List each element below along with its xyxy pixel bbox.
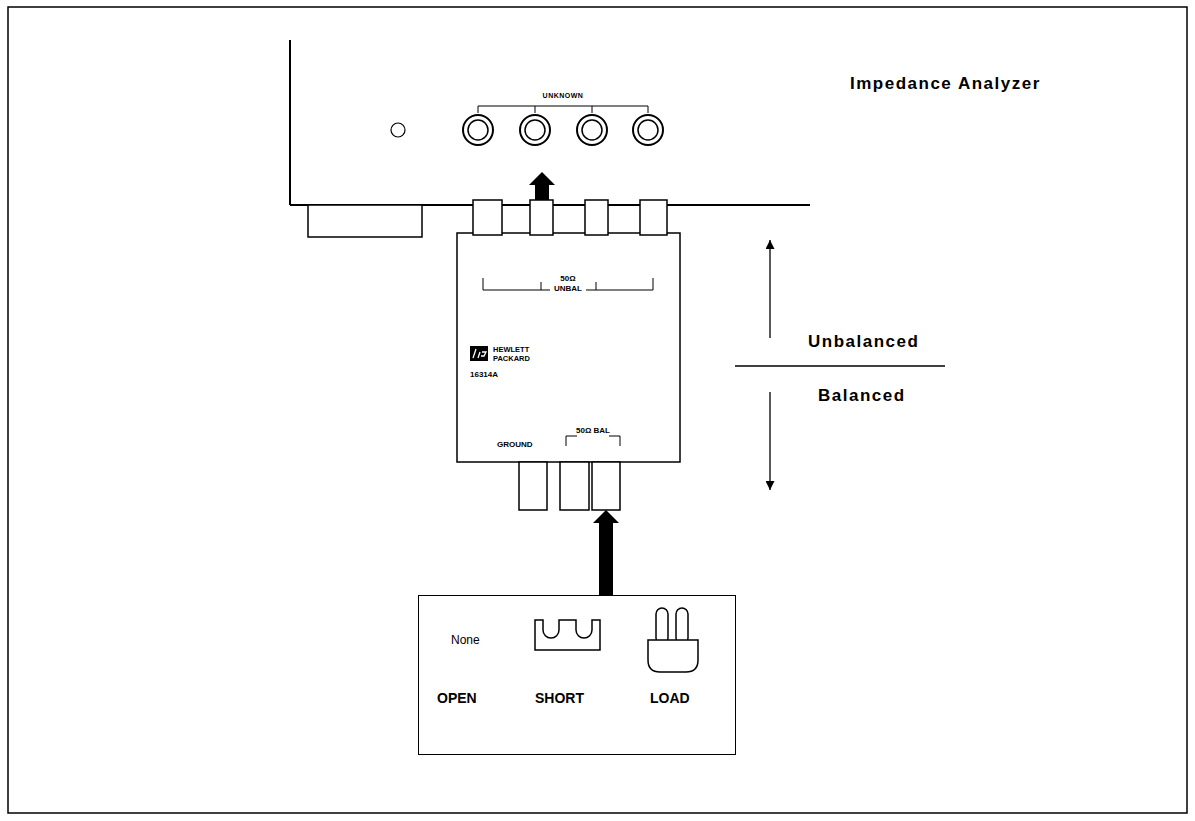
short-standard: [535, 620, 600, 650]
standard-name: LOAD: [650, 690, 690, 706]
bnc-jack: [463, 115, 493, 145]
connector-stub: [473, 200, 502, 235]
bnc-jack: [638, 120, 658, 140]
indicator-lamp: [391, 123, 405, 137]
bnc-jack: [520, 115, 550, 145]
port-label: 50Ω UNBAL: [550, 274, 586, 294]
connection-arrow: [535, 185, 549, 200]
panel-foot: [308, 205, 422, 237]
bnc-jack: [633, 115, 663, 145]
bnc-jack: [468, 120, 488, 140]
port-label: GROUND: [497, 440, 533, 449]
maker-logo: [473, 349, 486, 358]
port-label: UNKNOWN: [533, 92, 593, 100]
port-bracket: [478, 106, 648, 113]
balun-adapter: 50Ω UNBAL HEWLETT PACKARD 16314A GROUND 50Ω …: [457, 200, 680, 510]
connector-stub: [592, 462, 620, 510]
model-number: 16314A: [470, 370, 498, 379]
side-label: Unbalanced: [808, 332, 919, 352]
port-label: 50Ω BAL: [575, 426, 611, 436]
connector-stub: [560, 462, 589, 510]
standard-name: OPEN: [437, 690, 477, 706]
load-pin: [676, 608, 688, 644]
maker-name: HEWLETT PACKARD: [493, 345, 543, 363]
load-standard: [648, 640, 698, 672]
instrument-name: Impedance Analyzer: [850, 74, 1041, 94]
panel-edge: [289, 40, 291, 205]
connector-stub: [530, 200, 553, 235]
figure-frame: [8, 7, 1187, 813]
connector-stub: [640, 200, 667, 235]
standards-box: NoneOPEN SHORT LOAD: [418, 595, 736, 755]
balun-body: [457, 233, 680, 462]
standard-note: None: [451, 634, 480, 648]
divider-line: [735, 365, 945, 366]
connector-stub: [519, 462, 547, 510]
standard-name: SHORT: [535, 690, 584, 706]
port-bracket: [566, 436, 620, 446]
bnc-jack: [577, 115, 607, 145]
bnc-jack: [582, 120, 602, 140]
direction-arrow: [769, 240, 770, 338]
load-pin: [656, 608, 668, 644]
maker-logo: [470, 346, 488, 361]
direction-arrow: [769, 392, 770, 490]
analyzer-panel: UNKNOWNImpedance Analyzer: [290, 30, 810, 172]
bnc-jack: [525, 120, 545, 140]
connector-stub: [585, 200, 608, 235]
connection-arrow: [599, 523, 613, 595]
side-label: Balanced: [818, 386, 906, 406]
